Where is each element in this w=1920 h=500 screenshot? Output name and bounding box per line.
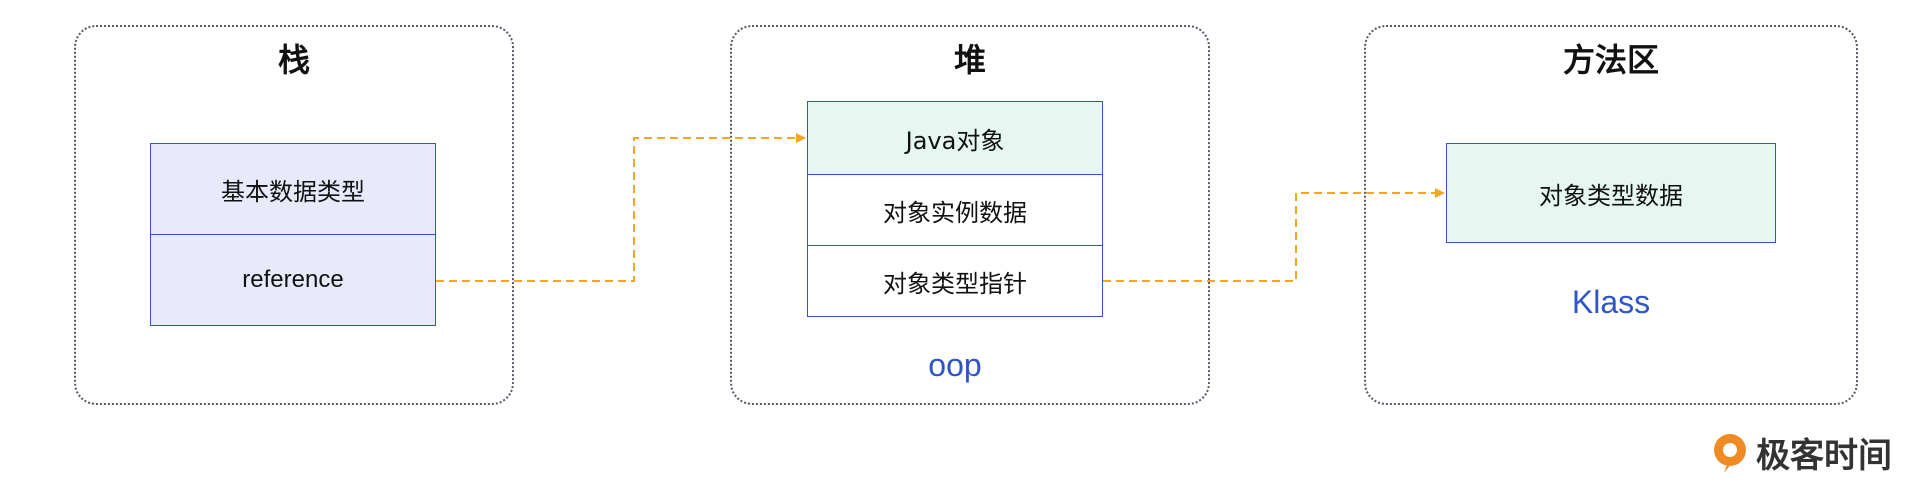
- stack-region: 栈: [74, 25, 514, 405]
- heap-item-instance-data: 对象实例数据: [807, 174, 1103, 246]
- heap-title: 堆: [953, 41, 986, 79]
- heap-caption-oop: oop: [928, 347, 982, 383]
- heap-item-java-object: Java对象: [807, 101, 1103, 175]
- geektime-brand: 极客时间: [1710, 428, 1892, 477]
- type-pointer-to-klass-arrow: [1103, 188, 1445, 282]
- geektime-logo-icon: [1714, 433, 1746, 473]
- reference-to-object-arrow: [436, 133, 806, 282]
- stack-item-reference: reference: [150, 234, 436, 326]
- stack-item-primitive-types: 基本数据类型: [150, 143, 436, 235]
- method-area-item-type-data: 对象类型数据: [1446, 143, 1776, 243]
- method-area-region: 方法区: [1364, 25, 1858, 405]
- heap-region: 堆: [730, 25, 1210, 405]
- stack-title: 栈: [277, 41, 310, 79]
- method-area-caption-klass: Klass: [1571, 284, 1651, 320]
- brand-text: 极客时间: [1756, 436, 1892, 476]
- heap-item-type-pointer: 对象类型指针: [807, 245, 1103, 317]
- method-area-title: 方法区: [1562, 41, 1659, 79]
